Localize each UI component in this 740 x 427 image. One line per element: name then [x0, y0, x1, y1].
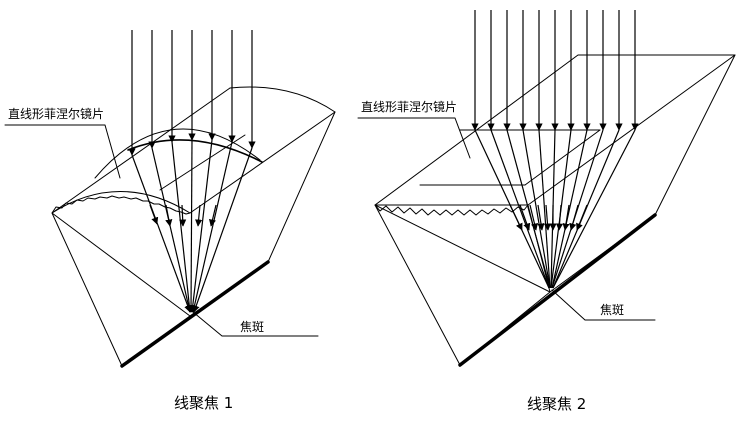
figure-1-caption: 线聚焦 1: [174, 394, 233, 412]
figure-2-spot-leader: [551, 289, 656, 321]
figure-2: 直线形菲涅尔镜片 焦斑 线聚焦 2: [357, 10, 736, 413]
figure-1-refracted-ray: [151, 147, 193, 313]
figure-1-lens-leader: [4, 124, 121, 179]
figure-1-incident-rays: [128, 30, 256, 156]
figure-2-refracted-ray: [490, 129, 550, 289]
figure-2-refracted-ray: [522, 129, 551, 289]
figure-1-refracted-ray: [190, 141, 233, 313]
figure-2-flat-fresnel-lens: [374, 204, 529, 216]
figure-1-refracted-ray: [171, 141, 193, 313]
figure-1-lens-label: 直线形菲涅尔镜片: [8, 106, 104, 121]
figure-1-refracted-rays: [131, 139, 253, 313]
figure-1-refracted-ray: [192, 147, 253, 313]
figure-1-spot-label: 焦斑: [240, 320, 264, 334]
figure-2-refracted-rays: [474, 129, 636, 289]
figure-2-caption: 线聚焦 2: [527, 395, 586, 413]
figure-1-frame: [51, 86, 336, 367]
figure-1: 直线形菲涅尔镜片 焦斑 线聚焦 1: [4, 30, 336, 412]
figure-1-refracted-ray: [189, 139, 213, 313]
figure-2-refracted-ray: [551, 129, 588, 289]
figure-2-spot-label: 焦斑: [600, 303, 624, 317]
figure-1-refracted-ray: [131, 154, 192, 313]
figure-2-lens-label: 直线形菲涅尔镜片: [361, 99, 457, 114]
figure-1-spot-leader: [192, 311, 319, 337]
figure-2-refracted-ray: [552, 129, 636, 289]
figure-2-refracted-ray: [538, 129, 551, 289]
figure-2-focal-line: [458, 213, 657, 367]
figure-2-lens-leader: [357, 117, 471, 159]
figure-2-refracted-ray: [506, 129, 551, 289]
figure-1-refracted-ray: [187, 139, 195, 313]
figure-2-incident-rays: [471, 10, 639, 131]
